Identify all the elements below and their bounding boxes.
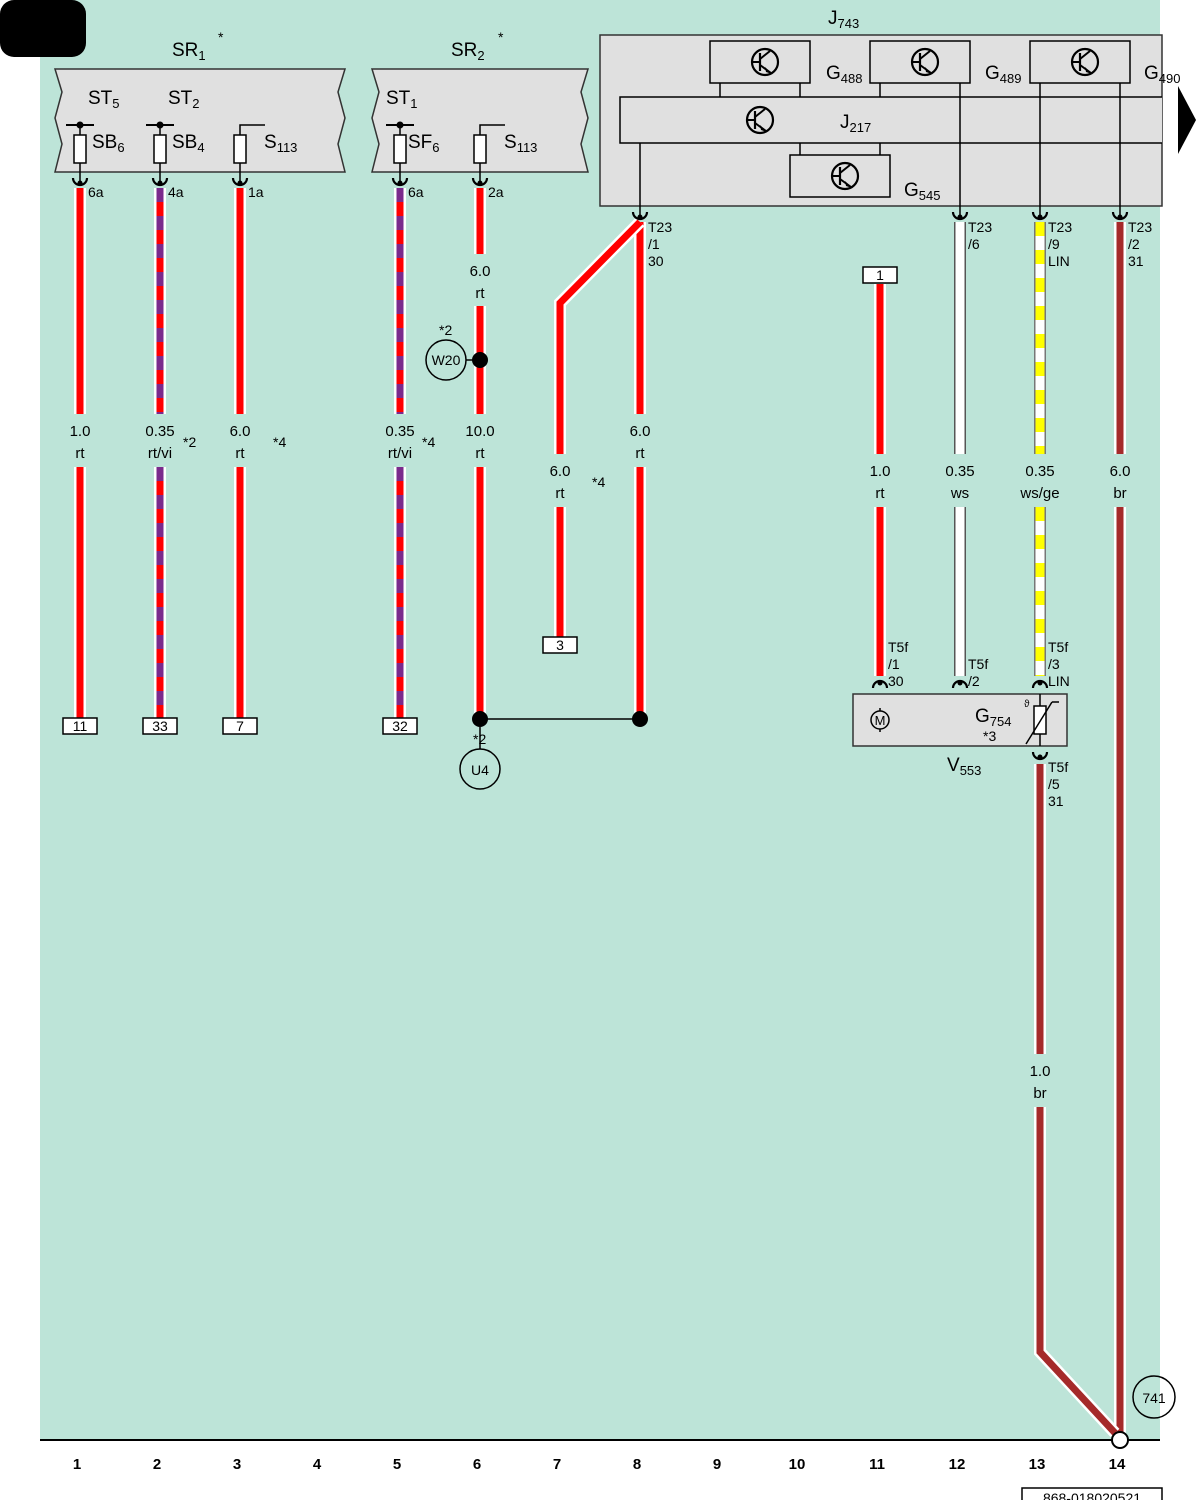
column-9: 9	[713, 1456, 721, 1473]
fuse-s113-b	[473, 134, 487, 164]
pin-1a: 1a	[248, 184, 264, 200]
sf6-label: SF6	[408, 132, 440, 155]
note-col7: *4	[592, 474, 605, 490]
terminal-11: 11	[73, 718, 88, 734]
pin-4a: 4a	[168, 184, 184, 200]
column-5: 5	[393, 1456, 401, 1473]
terminal-3: 3	[556, 637, 564, 653]
ground-node	[1111, 1431, 1129, 1449]
sb6-label: SB6	[92, 132, 125, 155]
column-4: 4	[313, 1456, 322, 1473]
terminal-33: 33	[152, 718, 168, 734]
continue-arrow-icon	[1178, 86, 1196, 154]
fuse-sf6	[393, 134, 407, 164]
g488-label: G488	[826, 63, 862, 86]
j743-label: J743	[828, 8, 859, 31]
pin-2a: 2a	[488, 184, 504, 200]
column-1: 1	[73, 1456, 81, 1473]
footer-ref: 868-018020521	[1043, 1490, 1141, 1500]
sr2-label: SR2	[451, 40, 485, 63]
footer-ref-box	[1021, 1487, 1163, 1500]
wires	[74, 188, 1126, 1438]
junction-col6	[472, 711, 488, 727]
column-2: 2	[153, 1456, 161, 1473]
v553-label: V553	[947, 755, 981, 778]
terminal-7: 7	[236, 718, 244, 734]
column-11: 11	[869, 1456, 885, 1473]
note-col2: *2	[183, 434, 196, 450]
note-col5: *4	[422, 434, 435, 450]
pin-t5f-2: T5f/2	[968, 656, 988, 689]
s113a-label: S113	[264, 132, 297, 155]
sr1-box	[53, 68, 347, 173]
pin-6a-col1: 6a	[88, 184, 104, 200]
g490-label: G490	[1144, 63, 1180, 86]
junction-col8	[632, 711, 648, 727]
page-tab	[0, 0, 86, 57]
g489-label: G489	[985, 63, 1021, 86]
theta-symbol: ϑ	[1024, 699, 1030, 710]
s113b-label: S113	[504, 132, 537, 155]
sr2-box	[370, 68, 590, 173]
sr1-label: SR1	[172, 40, 206, 63]
terminal-1: 1	[876, 267, 884, 283]
motor-letter: M	[875, 713, 886, 728]
column-12: 12	[949, 1456, 966, 1473]
column-numbers: 1 2 3 4 5 6 7 8 9 10 11 12 13 14	[73, 1456, 1126, 1473]
w20-label: W20	[432, 352, 461, 368]
note-g754: *3	[983, 728, 996, 744]
g545-label: G545	[904, 180, 940, 203]
fuse-s113-a	[233, 134, 247, 164]
sr2-star: *	[498, 29, 504, 45]
terminal-boxes: 11 33 7 32 3 1	[62, 266, 898, 735]
j217-box	[619, 96, 1162, 144]
fuse-sb6	[73, 134, 87, 164]
st2-label: ST2	[168, 88, 200, 111]
pin-6a-col5: 6a	[408, 184, 424, 200]
column-7: 7	[553, 1456, 561, 1473]
ground-741-label: 741	[1142, 1390, 1166, 1406]
fuse-sb4	[153, 134, 167, 164]
u4-label: U4	[471, 762, 489, 778]
note-col3: *4	[273, 434, 286, 450]
column-10: 10	[789, 1456, 806, 1473]
j217-label: J217	[840, 112, 871, 135]
column-8: 8	[633, 1456, 641, 1473]
column-13: 13	[1029, 1456, 1046, 1473]
pin-t23-6: T23/6	[968, 219, 992, 252]
column-14: 14	[1109, 1456, 1126, 1473]
ground-741-circle	[1132, 1375, 1176, 1419]
u4-circle	[459, 748, 501, 790]
note-w20: *2	[439, 322, 452, 338]
junction-w20	[472, 352, 488, 368]
column-3: 3	[233, 1456, 241, 1473]
g754-label: G754	[975, 706, 1011, 729]
column-6: 6	[473, 1456, 481, 1473]
st1-label: ST1	[386, 88, 418, 111]
sr1-star: *	[218, 29, 224, 45]
terminal-32: 32	[392, 718, 408, 734]
sb4-label: SB4	[172, 132, 205, 155]
st5-label: ST5	[88, 88, 120, 111]
